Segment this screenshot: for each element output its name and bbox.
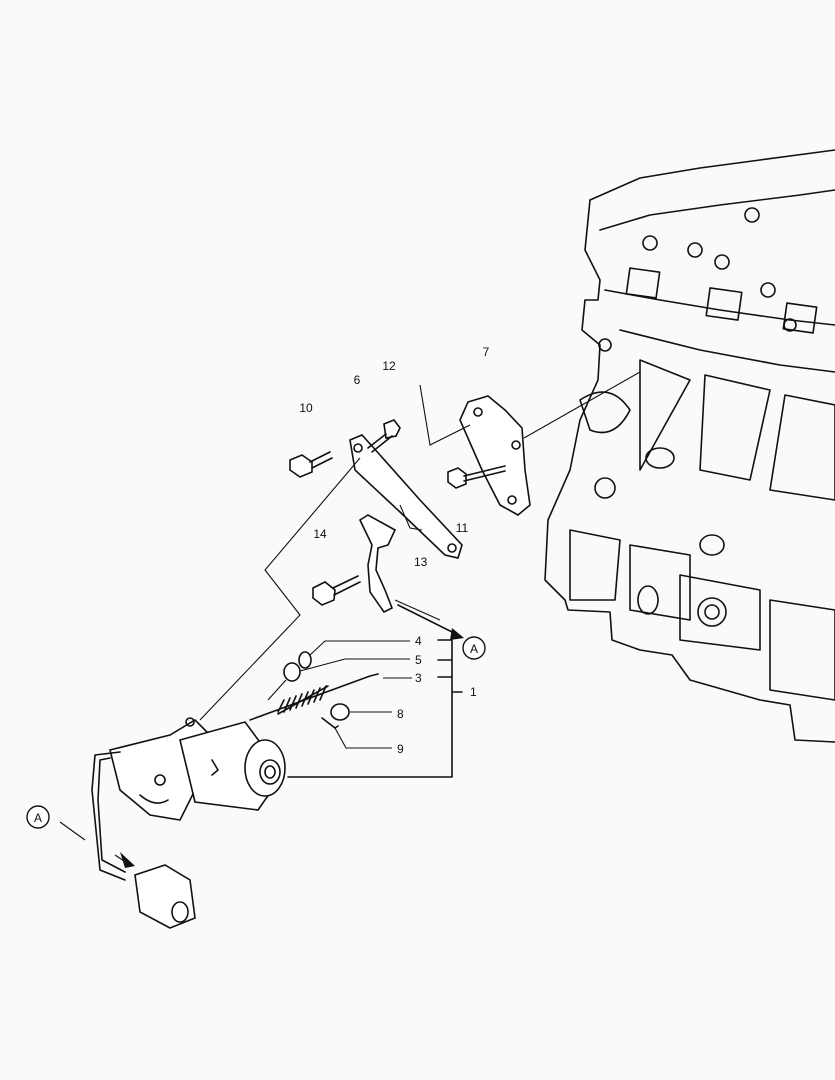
washer-8 <box>330 703 392 721</box>
bolt-10 <box>289 451 333 478</box>
bolt-11 <box>447 465 506 489</box>
callout-6: 6 <box>354 373 361 387</box>
solenoid-assembly <box>59 717 286 929</box>
bolt-14 <box>312 575 361 606</box>
callout-13: 13 <box>414 555 428 569</box>
callout-5: 5 <box>415 653 422 667</box>
bracket-7 <box>419 371 641 516</box>
arrow-head-icon <box>450 628 464 640</box>
reference-a-lower: A <box>26 805 50 829</box>
callout-4: 4 <box>415 634 422 648</box>
bolt-12 <box>367 419 401 453</box>
svg-text:A: A <box>34 811 42 825</box>
callout-12: 12 <box>382 359 396 373</box>
callout-7: 7 <box>483 345 490 359</box>
callout-14: 14 <box>313 527 327 541</box>
callout-9: 9 <box>397 742 404 756</box>
arrow-to-a <box>397 604 461 637</box>
svg-text:A: A <box>470 642 478 656</box>
callout-3: 3 <box>415 671 422 685</box>
pin-9 <box>321 717 392 749</box>
callout-1: 1 <box>470 685 477 699</box>
washer-4 <box>298 640 410 669</box>
callout-10: 10 <box>299 401 313 415</box>
bracket-line-1 <box>287 639 463 778</box>
washer-5 <box>267 658 410 701</box>
engine-block <box>544 149 835 743</box>
bracket-13 <box>358 514 441 621</box>
spring-3 <box>249 673 412 721</box>
callout-8: 8 <box>397 707 404 721</box>
bracket-6 <box>199 434 463 721</box>
callout-11: 11 <box>456 521 469 535</box>
reference-a-upper: A <box>462 636 486 660</box>
